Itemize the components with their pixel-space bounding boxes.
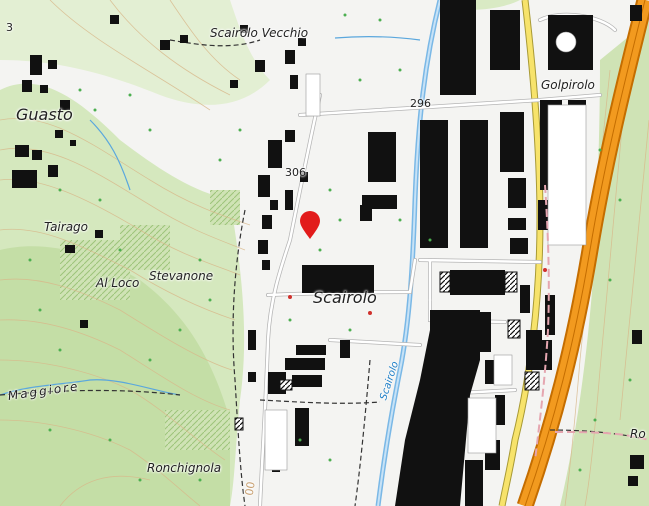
- forest-east: [560, 20, 649, 506]
- spot-height-296: 296: [410, 97, 431, 110]
- label-stevanone: Stevanone: [149, 269, 214, 283]
- label-al-loco: Al Loco: [96, 276, 140, 290]
- forest-northwest: [0, 0, 270, 105]
- tree-dots: [28, 13, 632, 482]
- spot-height-306: 306: [285, 166, 306, 179]
- label-edge-3: 3: [6, 21, 13, 34]
- map-pin-icon[interactable]: [299, 210, 321, 240]
- label-edge-00: 00: [242, 480, 258, 497]
- label-scairolo: Scairolo: [313, 288, 377, 307]
- vineyard-ronchignola: [165, 410, 230, 450]
- footpaths: [0, 39, 641, 506]
- label-golpirolo: Golpirolo: [541, 78, 595, 92]
- boundary-line: [534, 184, 550, 461]
- vineyard-tairago: [120, 225, 170, 270]
- label-ro: Ro: [630, 427, 646, 441]
- vineyard-north: [210, 190, 240, 225]
- label-guasto: Guasto: [16, 105, 73, 124]
- label-ronchignola: Ronchignola: [147, 461, 222, 475]
- label-scairolo-vecchio: Scairolo Vecchio: [210, 26, 309, 40]
- streams: [0, 36, 421, 396]
- label-tairago: Tairago: [44, 220, 89, 234]
